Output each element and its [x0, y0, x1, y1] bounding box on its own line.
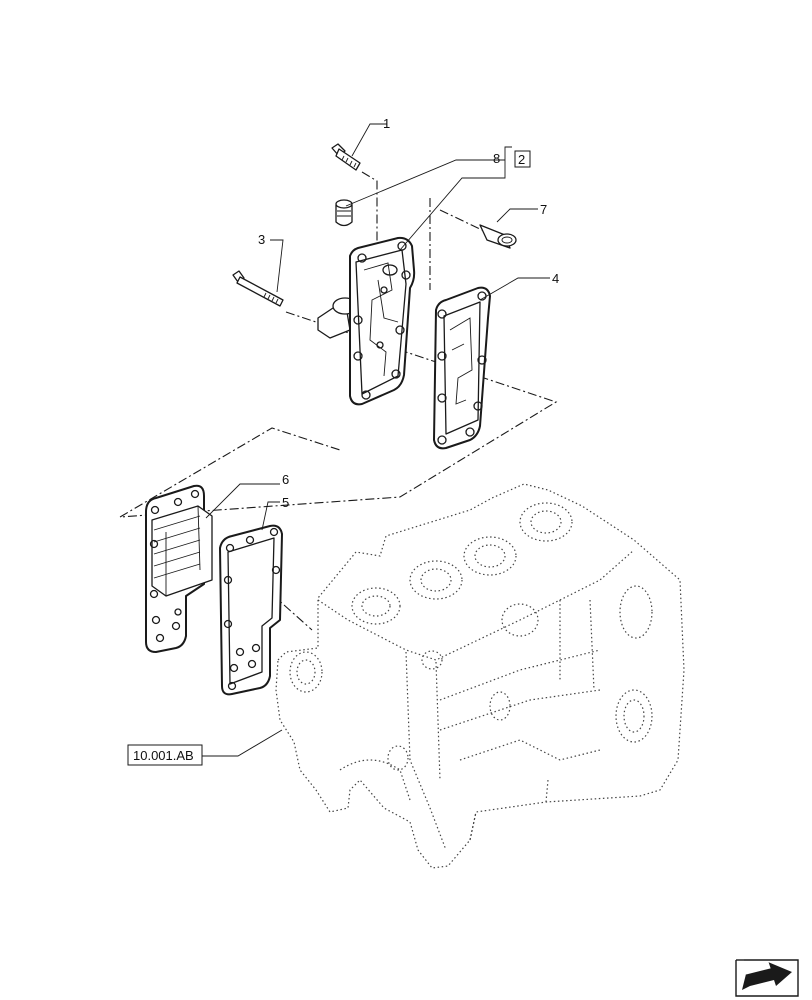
- callout-2: 2: [518, 152, 525, 167]
- sleeve-part-7: [479, 224, 517, 249]
- bolt-part-1: [331, 143, 361, 171]
- leader-lines: [202, 123, 550, 757]
- callout-5: 5: [282, 495, 289, 510]
- next-page-arrow-icon[interactable]: [735, 959, 799, 997]
- callout-1: 1: [383, 116, 390, 131]
- oil-cooler-part-6: [145, 484, 213, 653]
- callout-4: 4: [552, 271, 559, 286]
- reference-link-10-001-ab[interactable]: 10.001.AB: [127, 744, 203, 766]
- cooler-gasket-part-5: [219, 524, 283, 696]
- callout-3: 3: [258, 232, 265, 247]
- oil-cooler-cover-housing: [317, 236, 416, 406]
- long-bolt-part-3: [232, 270, 284, 307]
- engine-block-outline: [275, 483, 685, 869]
- assembly-centerlines: [119, 171, 558, 631]
- callout-6: 6: [282, 472, 289, 487]
- callout-8: 8: [493, 151, 500, 166]
- callout-7: 7: [540, 202, 547, 217]
- reference-label: 10.001.AB: [133, 748, 194, 763]
- callout-2-box: [514, 150, 531, 168]
- gasket-part-4: [433, 286, 491, 450]
- callout-labels: 1 8 2 7 3 4 6 5: [258, 116, 559, 510]
- plug-part-8: [335, 199, 353, 227]
